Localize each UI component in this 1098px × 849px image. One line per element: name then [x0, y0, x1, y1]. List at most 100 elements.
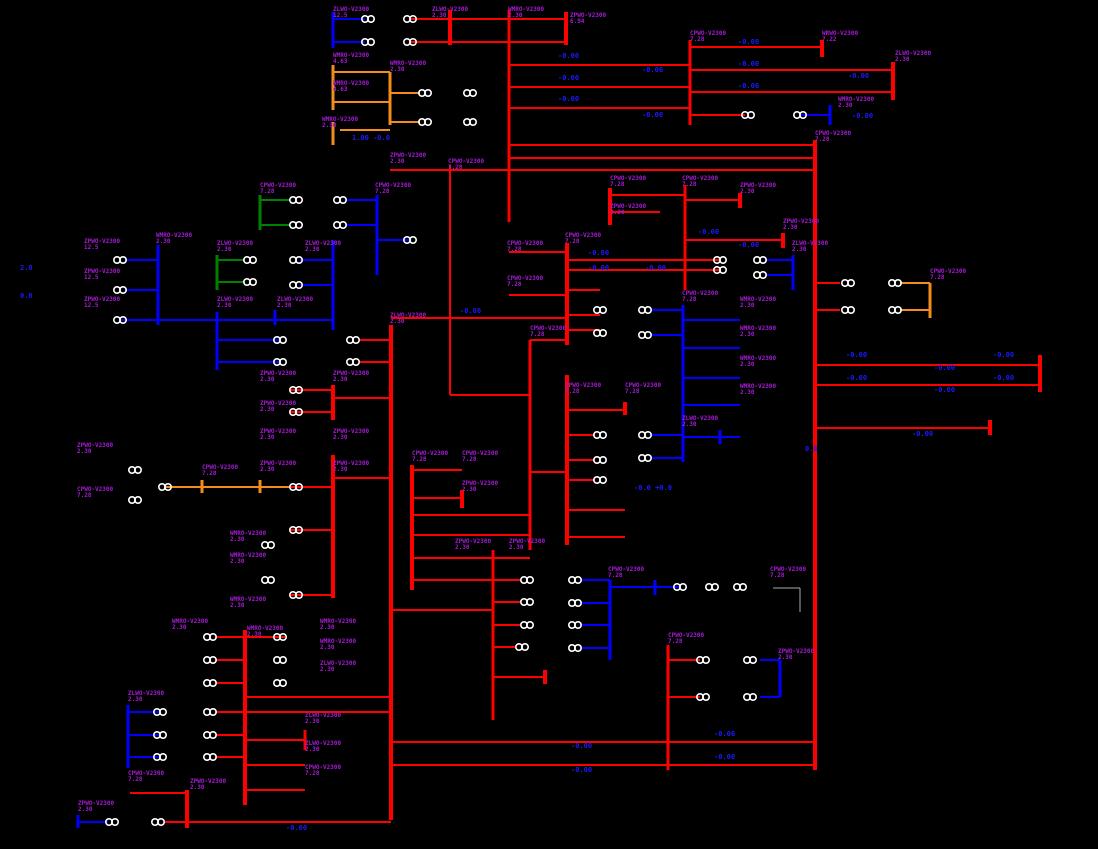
transformer-icon[interactable]: [288, 385, 303, 394]
flow-value: -0.00: [286, 824, 307, 832]
transformer-icon[interactable]: [592, 475, 607, 484]
bus-voltage: 7.28: [412, 456, 427, 463]
transformer-icon[interactable]: [203, 707, 218, 716]
transformer-icon[interactable]: [567, 643, 582, 652]
transformer-icon[interactable]: [732, 582, 747, 591]
transformer-icon[interactable]: [345, 335, 360, 344]
transformer-icon[interactable]: [158, 482, 173, 491]
transformer-icon[interactable]: [332, 221, 347, 230]
transformer-icon[interactable]: [462, 89, 477, 98]
transformer-icon[interactable]: [592, 430, 607, 439]
transformer-icon[interactable]: [567, 575, 582, 584]
transformer-icon[interactable]: [840, 305, 855, 314]
transformer-icon[interactable]: [113, 255, 128, 264]
transformer-icon[interactable]: [260, 540, 275, 549]
transformer-icon[interactable]: [272, 632, 287, 641]
transformer-icon[interactable]: [792, 111, 807, 120]
bus-voltage: 2.30: [432, 12, 447, 19]
bus-voltage: 2.30: [455, 544, 470, 551]
transformer-icon[interactable]: [592, 455, 607, 464]
transformer-icon[interactable]: [128, 495, 143, 504]
transformer-icon[interactable]: [592, 328, 607, 337]
transformer-icon[interactable]: [704, 582, 719, 591]
transformer-icon[interactable]: [153, 752, 168, 761]
transformer-icon[interactable]: [288, 482, 303, 491]
transformer-icon[interactable]: [402, 15, 417, 24]
transformer-icon[interactable]: [203, 655, 218, 664]
bus-voltage: 2.30: [320, 624, 335, 631]
transformer-icon[interactable]: [288, 196, 303, 205]
transformer-icon[interactable]: [462, 118, 477, 127]
transformer-icon[interactable]: [695, 655, 710, 664]
transformer-icon[interactable]: [742, 692, 757, 701]
transformer-icon[interactable]: [742, 655, 757, 664]
bus-voltage: 7.28: [565, 388, 580, 395]
transformer-icon[interactable]: [288, 255, 303, 264]
transformer-icon[interactable]: [153, 707, 168, 716]
transformer-icon[interactable]: [514, 642, 529, 651]
transformer-icon[interactable]: [203, 678, 218, 687]
transformer-icon[interactable]: [567, 598, 582, 607]
transformer-icon[interactable]: [288, 280, 303, 289]
bus-voltage: 2.30: [320, 644, 335, 651]
transformer-icon[interactable]: [887, 305, 902, 314]
transformer-icon[interactable]: [288, 525, 303, 534]
transformer-icon[interactable]: [243, 277, 258, 286]
transformer-icon[interactable]: [288, 590, 303, 599]
transformer-icon[interactable]: [402, 37, 417, 46]
transformer-icon[interactable]: [672, 582, 687, 591]
transformer-icon[interactable]: [840, 278, 855, 287]
transformer-icon[interactable]: [288, 407, 303, 416]
bus-voltage: 2.30: [260, 466, 275, 473]
bus-name: CPWO-V2300: [682, 290, 719, 297]
transformer-icon[interactable]: [332, 196, 347, 205]
transformer-icon[interactable]: [243, 255, 258, 264]
transformer-icon[interactable]: [272, 335, 287, 344]
transformer-icon[interactable]: [519, 620, 534, 629]
transformer-icon[interactable]: [417, 89, 432, 98]
transformer-icon[interactable]: [345, 357, 360, 366]
transformer-icon[interactable]: [272, 357, 287, 366]
flow-value: -0.00: [846, 374, 867, 382]
transformer-icon[interactable]: [695, 692, 710, 701]
transformer-icon[interactable]: [360, 37, 375, 46]
transformer-icon[interactable]: [752, 255, 767, 264]
transformer-icon[interactable]: [519, 575, 534, 584]
transformer-icon[interactable]: [417, 118, 432, 127]
transformer-icon[interactable]: [272, 655, 287, 664]
transformer-icon[interactable]: [712, 265, 727, 274]
transformer-icon[interactable]: [360, 15, 375, 24]
transformer-icon[interactable]: [203, 632, 218, 641]
transformer-icon[interactable]: [402, 236, 417, 245]
transformer-icon[interactable]: [637, 330, 652, 339]
transformer-icon[interactable]: [203, 752, 218, 761]
transformer-icon[interactable]: [105, 817, 120, 826]
transformer-icon[interactable]: [637, 453, 652, 462]
bus-name: CPWO-V2300: [770, 566, 807, 573]
transformer-icon[interactable]: [519, 597, 534, 606]
transformer-icon[interactable]: [567, 620, 582, 629]
bus-name: ZLWO-V2300: [217, 240, 254, 247]
transformer-icon[interactable]: [113, 315, 128, 324]
transformer-icon[interactable]: [637, 305, 652, 314]
transformer-icon[interactable]: [128, 465, 143, 474]
transformer-icon[interactable]: [272, 678, 287, 687]
transformer-icon[interactable]: [712, 255, 727, 264]
bus-voltage: 2.30: [320, 666, 335, 673]
transformer-icon[interactable]: [260, 575, 275, 584]
transformer-icon[interactable]: [752, 270, 767, 279]
transformer-icon[interactable]: [592, 305, 607, 314]
transformer-icon[interactable]: [288, 221, 303, 230]
transformer-icon[interactable]: [203, 730, 218, 739]
transformer-icon[interactable]: [153, 730, 168, 739]
transformer-icon[interactable]: [151, 817, 166, 826]
transformer-icon[interactable]: [113, 285, 128, 294]
transformer-icon[interactable]: [637, 430, 652, 439]
transformer-icon[interactable]: [887, 278, 902, 287]
transformer-icon[interactable]: [740, 111, 755, 120]
